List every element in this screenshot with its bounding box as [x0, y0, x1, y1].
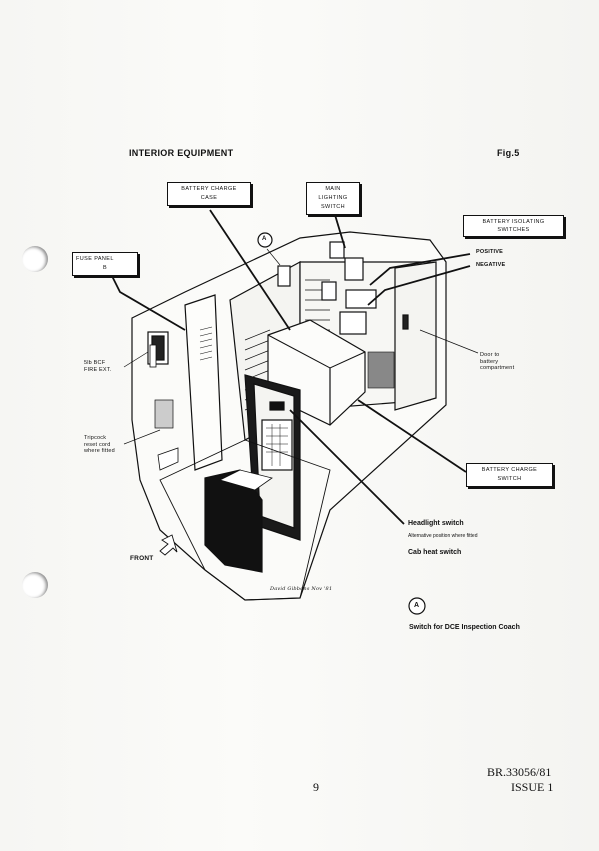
- label-line: FIRE EXT.: [84, 366, 112, 373]
- label-front: FRONT: [130, 555, 154, 562]
- punch-hole: [22, 572, 48, 598]
- caption-dce-switch: Switch for DCE Inspection Coach: [409, 624, 520, 631]
- label-line: where fitted: [84, 448, 115, 454]
- marker-a-drawing: A: [262, 236, 267, 242]
- callout-battery-charge-case: BATTERY CHARGE CASE: [167, 182, 251, 206]
- callout-battery-isolating-switches: BATTERY ISOLATING SWITCHES: [463, 215, 564, 237]
- label-negative: NEGATIVE: [476, 262, 506, 268]
- callout-line: CASE: [200, 195, 218, 201]
- label-line: Door to: [480, 352, 500, 358]
- document-reference: BR.33056/81: [487, 765, 552, 779]
- label-line: 5lb BCF: [84, 360, 106, 366]
- figure-number: Fig.5: [497, 148, 520, 158]
- label-positive: POSITIVE: [476, 249, 503, 255]
- caption-cab-heat-switch: Cab heat switch: [408, 549, 462, 556]
- page-number: 9: [313, 780, 319, 794]
- punch-hole: [22, 246, 48, 272]
- caption-headlight-switch: Headlight switch: [408, 520, 464, 527]
- page-title: INTERIOR EQUIPMENT: [129, 148, 234, 158]
- callout-line: SWITCH: [320, 204, 346, 210]
- issue-number: ISSUE 1: [511, 780, 554, 794]
- label-line: compartment: [480, 365, 515, 371]
- label-line: reset cord: [84, 441, 111, 448]
- callout-main-lighting-switch: MAIN LIGHTING SWITCH: [306, 182, 360, 215]
- callout-battery-charge-switch: BATTERY CHARGE SWITCH: [466, 463, 553, 487]
- callout-line: FUSE PANEL: [76, 256, 114, 262]
- callout-line: B: [102, 265, 108, 271]
- marker-a-caption: A: [414, 602, 420, 609]
- label-line: battery: [480, 358, 499, 365]
- callout-line: BATTERY CHARGE: [181, 186, 237, 192]
- callout-line: BATTERY CHARGE: [481, 467, 538, 473]
- callout-fuse-panel: FUSE PANEL B: [72, 252, 138, 276]
- label-line: Tripcock: [84, 435, 107, 441]
- callout-line: SWITCHES: [497, 227, 530, 233]
- caption-headlight-note: Alternative position where fitted: [408, 533, 478, 539]
- callout-line: BATTERY ISOLATING: [482, 219, 545, 225]
- label-fire-extinguisher: 5lb BCF FIRE EXT.: [84, 360, 111, 373]
- callout-line: SWITCH: [497, 476, 522, 482]
- callout-line: MAIN LIGHTING: [318, 186, 348, 201]
- artist-signature: David Gibbons Nov '81: [270, 586, 333, 592]
- label-tripcock: Tripcock reset cord where fitted: [84, 435, 115, 455]
- label-battery-door: Door to battery compartment: [480, 352, 514, 372]
